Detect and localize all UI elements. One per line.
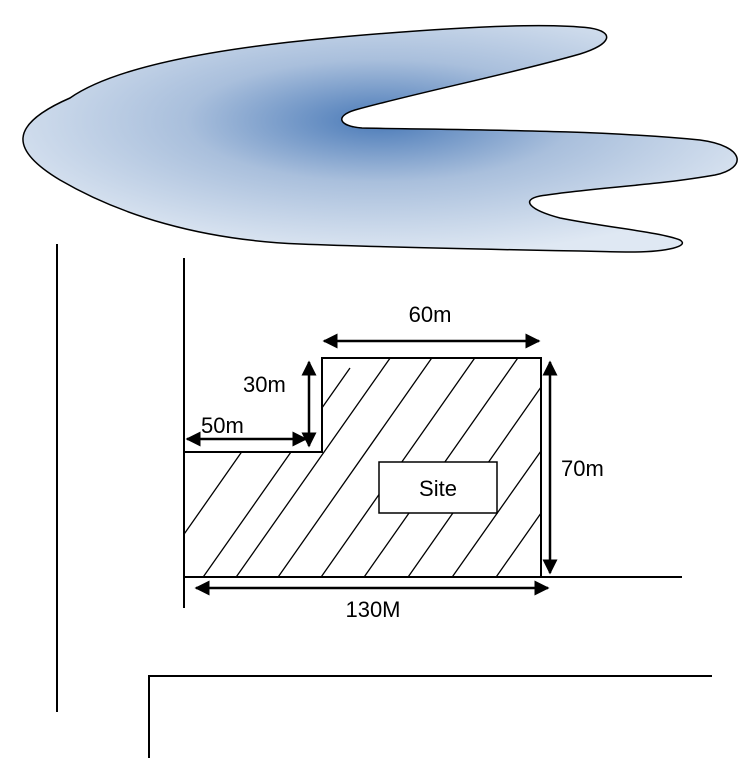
road-line-bottom <box>148 675 712 758</box>
dim-label-right-height: 70m <box>561 456 604 481</box>
site-label-box <box>378 461 498 514</box>
dim-label-top-width: 60m <box>409 302 452 327</box>
site-label: Site <box>419 476 457 501</box>
dim-label-step-height: 30m <box>243 372 286 397</box>
water-body <box>22 24 738 253</box>
site-outline <box>183 357 542 578</box>
dim-label-bottom-width: 130M <box>345 597 400 622</box>
site-hatching <box>184 358 541 577</box>
dim-label-step-width: 50m <box>201 413 244 438</box>
